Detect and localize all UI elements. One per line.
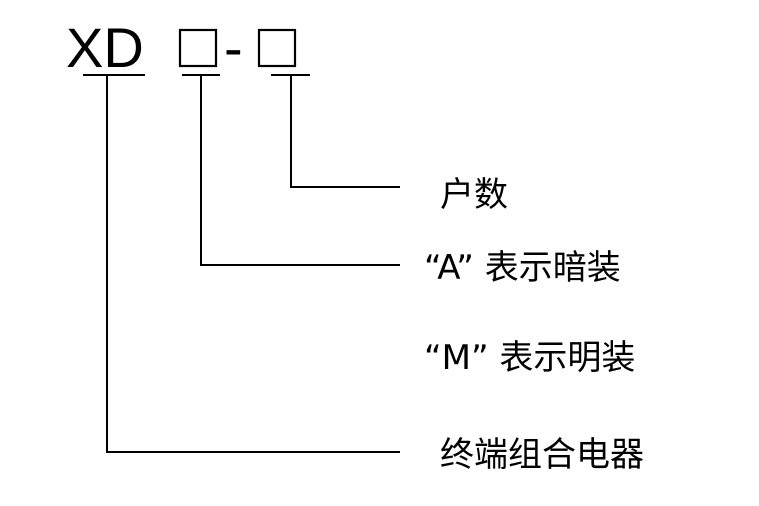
- label-households: 户数: [440, 175, 508, 215]
- code-separator: -: [224, 16, 243, 79]
- install-type-placeholder-box: [178, 28, 218, 68]
- label-product: 终端组合电器: [440, 435, 644, 475]
- households-leader-line: [290, 75, 400, 188]
- label-concealed: “A” 表示暗装: [424, 248, 621, 288]
- label-surface: “M” 表示明装: [424, 338, 635, 378]
- install-type-leader-line: [200, 75, 400, 266]
- code-prefix: XD: [66, 16, 144, 79]
- product-leader-line: [106, 75, 400, 453]
- households-placeholder-box: [257, 28, 297, 68]
